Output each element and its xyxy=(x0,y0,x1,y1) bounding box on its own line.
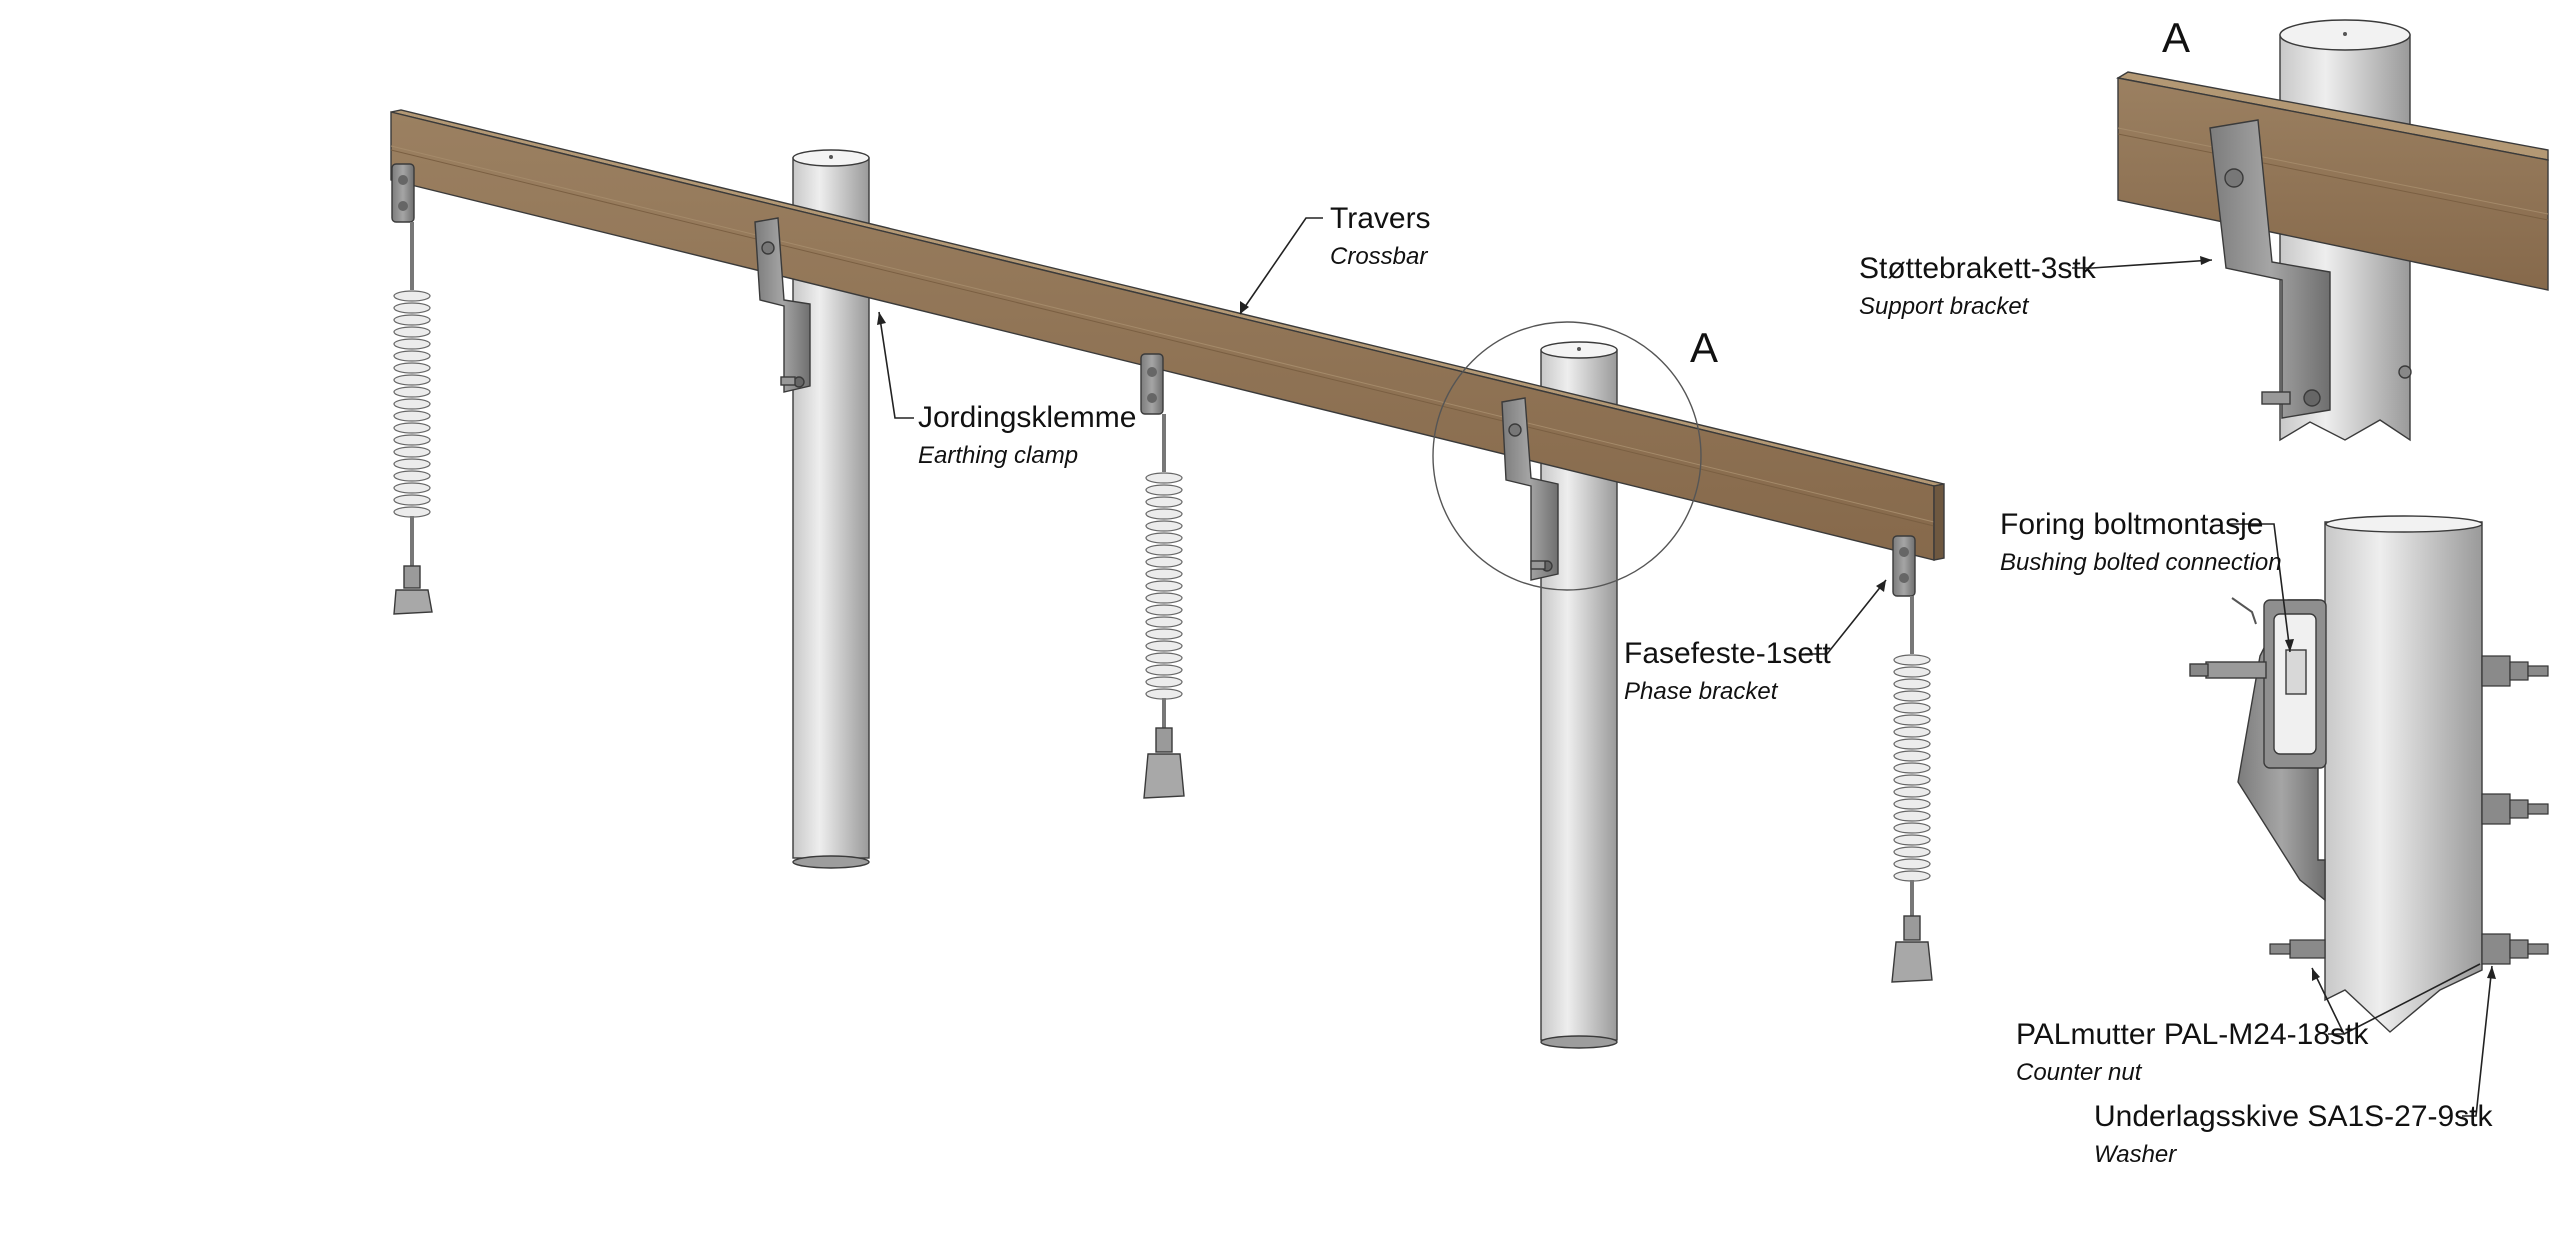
phase-bracket-leader xyxy=(1805,579,1887,655)
support-bracket-right xyxy=(1501,397,1559,581)
counter-nut-label: PALmutter PAL-M24-18stk xyxy=(2016,1018,2369,1051)
phase-bracket-label: Fasefeste-1sett xyxy=(1624,637,1831,670)
detail-view-bushing: Foring boltmontasje Bushing bolted conne… xyxy=(2000,508,2549,1168)
bushing-label: Foring boltmontasje xyxy=(2000,508,2263,541)
counter-nut-leader-2 xyxy=(2343,963,2481,1035)
earthing-clamp-sublabel: Earthing clamp xyxy=(918,442,1078,469)
main-view: A Travers Crossbar Jordingsklemme Earthi… xyxy=(390,109,1945,1049)
support-bracket-left xyxy=(754,217,811,393)
earthing-clamp-leader xyxy=(878,311,914,419)
bushing-leader xyxy=(2228,523,2291,653)
earthing-clamp-label: Jordingsklemme xyxy=(918,401,1136,434)
support-bracket-sublabel: Support bracket xyxy=(1859,293,2030,320)
crossbar-leader xyxy=(1239,217,1323,315)
washer-leader xyxy=(2462,965,2493,1117)
phase-bracket-sublabel: Phase bracket xyxy=(1624,678,1779,705)
washer-sublabel: Washer xyxy=(2094,1141,2177,1168)
support-bracket-label: Støttebrakett-3stk xyxy=(1859,252,2097,285)
bushing-sublabel: Bushing bolted connection xyxy=(2000,549,2282,576)
support-bracket-leader xyxy=(2072,259,2213,269)
counter-nut-sublabel: Counter nut xyxy=(2016,1059,2143,1086)
detail-marker-main: A xyxy=(1690,324,1718,371)
detail-circle xyxy=(1432,321,1702,591)
insulator-string-right xyxy=(1891,535,1933,983)
insulator-string-left xyxy=(391,163,433,615)
detail-marker-inset: A xyxy=(2162,14,2190,61)
washer-label: Underlagsskive SA1S-27-9stk xyxy=(2094,1100,2494,1133)
crossbar-sublabel: Crossbar xyxy=(1330,243,1428,270)
crossbar-label: Travers xyxy=(1330,202,1431,235)
insulator-string-middle xyxy=(1140,353,1185,799)
detail-view-a: A Støttebrakett-3stk Support bracket xyxy=(1859,14,2549,442)
